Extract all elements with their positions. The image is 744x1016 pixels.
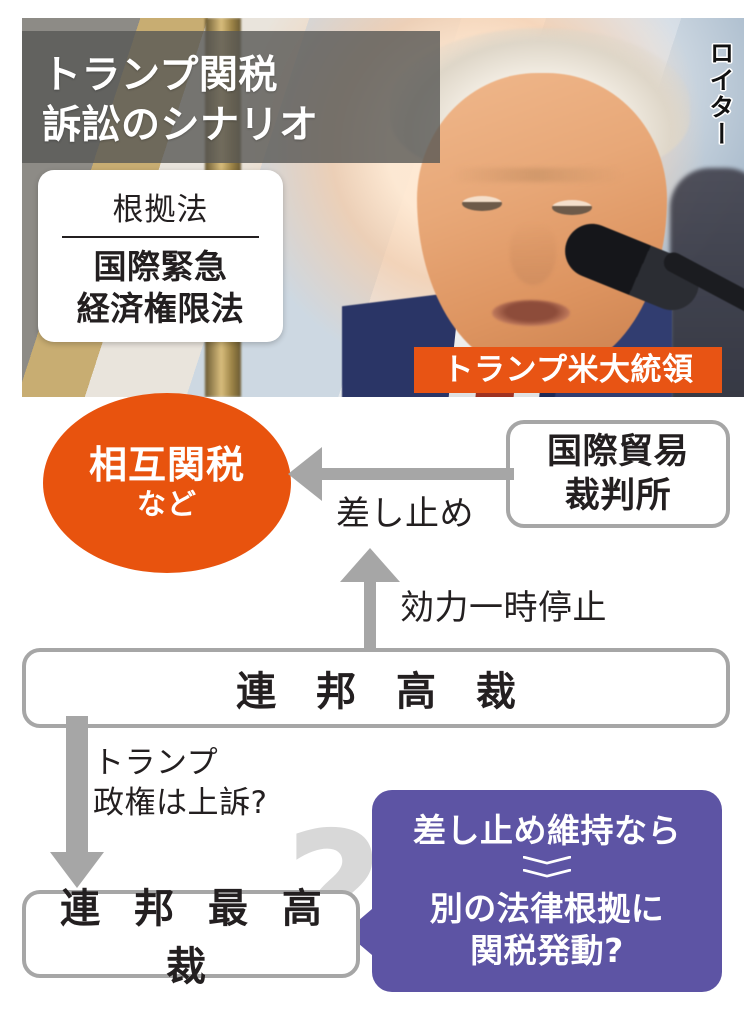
photo-eye-right <box>552 200 592 215</box>
arrow-appeal-head-icon <box>50 852 104 888</box>
arrow-appeal-line <box>66 716 88 866</box>
arrow-stay-head-icon <box>340 548 400 582</box>
node-federal-appeals-court: 連 邦 高 裁 <box>22 648 730 728</box>
photo-caption: トランプ米大統領 <box>414 347 722 393</box>
arrow-injunction-head-icon <box>288 447 322 501</box>
title-banner: トランプ関税 訴訟のシナリオ <box>22 31 440 163</box>
page-title: トランプ関税 訴訟のシナリオ <box>42 53 319 148</box>
photo-credit: ロイター <box>706 40 735 148</box>
node-reciprocal-tariffs: 相互関税 など <box>43 393 291 573</box>
purple-callout: 差し止め維持なら 別の法律根拠に 関税発動? <box>372 790 722 992</box>
purple-callout-condition: 差し止め維持なら <box>413 810 681 850</box>
header-photo: トランプ関税 訴訟のシナリオ ロイター <box>22 18 744 397</box>
legal-basis-callout: 根拠法 国際緊急 経済権限法 <box>38 170 283 342</box>
node-federal-supreme-court: 連 邦 最 高 裁 <box>22 886 360 990</box>
legal-basis-divider <box>62 236 259 238</box>
label-temporary-stay: 効力一時停止 <box>400 588 607 628</box>
node-reciprocal-tariffs-line1: 相互関税 <box>88 443 245 487</box>
photo-mouth <box>492 300 570 326</box>
label-injunction: 差し止め <box>336 494 474 534</box>
chevron-double-down-icon <box>523 855 571 882</box>
node-court-of-international-trade: 国際貿易 裁判所 <box>506 420 730 528</box>
node-reciprocal-tariffs-line2: など <box>136 487 197 521</box>
photo-brow <box>452 168 622 182</box>
arrow-injunction-line <box>316 468 514 480</box>
photo-nose <box>510 223 556 285</box>
legal-basis-law: 国際緊急 経済権限法 <box>76 247 245 328</box>
photo-eye-left <box>462 196 502 211</box>
legal-basis-heading: 根拠法 <box>112 192 209 228</box>
purple-callout-outcome: 別の法律根拠に 関税発動? <box>429 888 665 970</box>
arrow-stay-line <box>364 566 376 658</box>
label-appeal-question: トランプ 政権は上訴? <box>93 745 268 821</box>
